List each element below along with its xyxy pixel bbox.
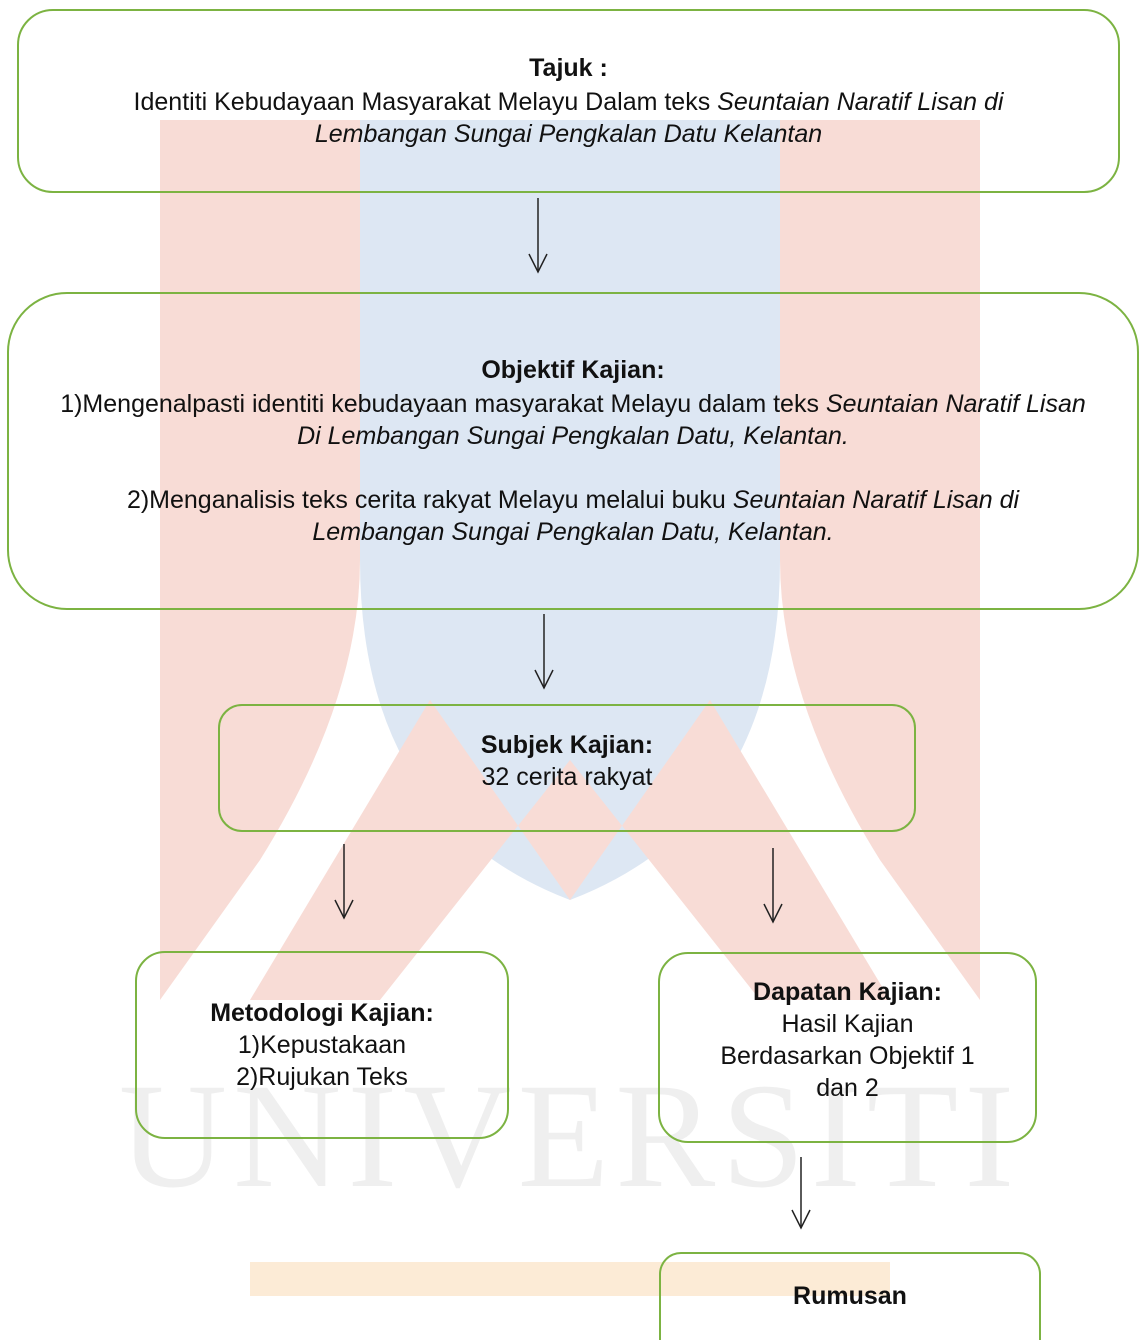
watermark-right-pillar bbox=[780, 120, 980, 1000]
metodologi-heading: Metodologi Kajian: bbox=[210, 999, 434, 1027]
arrow-subjek-to-dapatan bbox=[763, 848, 783, 924]
watermark-cross bbox=[250, 700, 890, 1000]
dapatan-line-3: dan 2 bbox=[816, 1073, 879, 1102]
watermark-bar bbox=[250, 1262, 890, 1296]
objektif-item-2-plain: 2)Menganalisis teks cerita rakyat Melayu… bbox=[126, 486, 733, 514]
arrow-objektif-to-subjek bbox=[534, 614, 554, 690]
subjek-box: Subjek Kajian: 32 cerita rakyat bbox=[218, 704, 916, 832]
objektif-item-1-italic: Seuntaian Naratif Lisan Di Lembangan Sun… bbox=[297, 390, 1086, 450]
tajuk-text: Identiti Kebudayaan Masyarakat Melayu Da… bbox=[49, 86, 1088, 150]
dapatan-line-2: Berdasarkan Objektif 1 bbox=[720, 1041, 975, 1070]
objektif-box: Objektif Kajian: 1)Mengenalpasti identit… bbox=[7, 292, 1139, 610]
dapatan-line-1: Hasil Kajian bbox=[781, 1009, 914, 1038]
metodologi-line-2: 2)Rujukan Teks bbox=[236, 1063, 408, 1091]
objektif-heading: Objektif Kajian: bbox=[481, 356, 665, 384]
metodologi-line-1: 1)Kepustakaan bbox=[237, 1031, 407, 1059]
arrow-subjek-to-metodologi bbox=[334, 844, 354, 920]
objektif-item-1-plain: 1)Mengenalpasti identiti kebudayaan masy… bbox=[60, 390, 826, 418]
rumusan-heading: Rumusan bbox=[793, 1282, 907, 1310]
rumusan-box: Rumusan bbox=[659, 1252, 1041, 1340]
metodologi-box: Metodologi Kajian: 1)Kepustakaan 2)Rujuk… bbox=[135, 951, 509, 1139]
arrow-dapatan-to-rumusan bbox=[791, 1157, 811, 1230]
dapatan-heading: Dapatan Kajian: bbox=[753, 977, 942, 1006]
watermark-text: UNIVERSITI bbox=[118, 1053, 1021, 1219]
objektif-item-2: 2)Menganalisis teks cerita rakyat Melayu… bbox=[49, 484, 1097, 548]
tajuk-heading: Tajuk : bbox=[529, 54, 608, 82]
objektif-item-2-italic: Seuntaian Naratif Lisan di Lembangan Sun… bbox=[312, 486, 1020, 546]
watermark-left-pillar bbox=[160, 120, 360, 1000]
objektif-item-1: 1)Mengenalpasti identiti kebudayaan masy… bbox=[49, 388, 1097, 452]
dapatan-box: Dapatan Kajian: Hasil Kajian Berdasarkan… bbox=[658, 952, 1037, 1143]
tajuk-text-italic: Seuntaian Naratif Lisan di Lembangan Sun… bbox=[314, 88, 1004, 148]
tajuk-box: Tajuk : Identiti Kebudayaan Masyarakat M… bbox=[17, 9, 1120, 193]
subjek-text: 32 cerita rakyat bbox=[481, 763, 653, 791]
arrow-tajuk-to-objektif bbox=[528, 198, 548, 274]
tajuk-text-plain: Identiti Kebudayaan Masyarakat Melayu Da… bbox=[133, 88, 718, 116]
subjek-heading: Subjek Kajian: bbox=[480, 731, 654, 759]
